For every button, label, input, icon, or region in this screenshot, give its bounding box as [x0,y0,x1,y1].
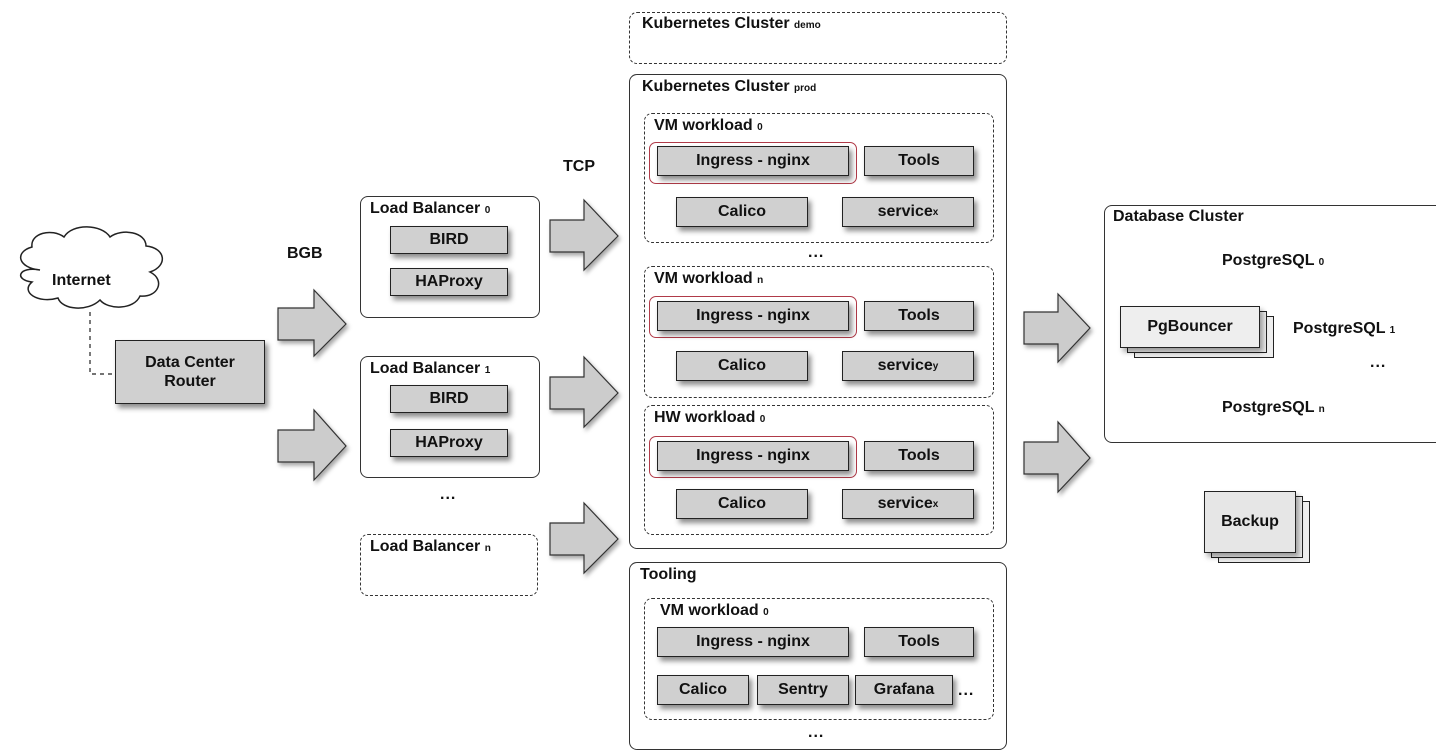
tool-workload-ellipsis: ... [958,682,975,699]
pgn-sub: n [1318,404,1325,415]
hw0-ingress-nginx: Ingress - nginx [657,441,849,471]
load-balancer-1 [360,356,540,478]
arrow-lbn-k8s [549,501,619,575]
tool-wl-sub: 0 [763,607,769,618]
hw0-service-sub: x [932,498,939,510]
vm-workload-0 [644,113,994,243]
k8s-demo-title: Kubernetes Cluster demo [642,15,821,33]
lbn-sub: n [484,543,491,554]
internet-label: Internet [52,272,111,289]
bgb-label: BGB [287,245,323,262]
wln-service-sub: y [932,360,939,372]
arrow-k8s-db-1 [1023,292,1091,364]
lb-ellipsis: ... [440,486,457,503]
lb0-haproxy: HAProxy [390,268,508,296]
tool-sentry: Sentry [757,675,849,705]
k8s-prod-name: Kubernetes Cluster [642,78,790,95]
k8s-prod-title: Kubernetes Cluster prod [642,78,816,96]
vm-workload-n [644,266,994,398]
tooling-title: Tooling [640,566,697,583]
k8s-prod-sub: prod [794,83,817,94]
tool-tools: Tools [864,627,974,657]
hw0-tools: Tools [864,441,974,471]
wl0-tools: Tools [864,146,974,176]
lb1-title: Load Balancer 1 [370,360,490,378]
router-line1: Data Center [145,354,235,371]
wln-service-label: service [877,357,933,374]
pg1-name: PostgreSQL [1293,320,1386,337]
tooling-vm-workload-0 [644,598,994,720]
lb1-name: Load Balancer [370,360,481,377]
router-line2: Router [164,373,216,390]
wl0-ingress-nginx: Ingress - nginx [657,146,849,176]
lb1-sub: 1 [484,365,491,376]
lbn-name: Load Balancer [370,538,481,555]
postgresql-1: PostgreSQL 1 [1293,320,1395,338]
k8s-cluster-demo [629,12,1007,64]
arrow-lb0-k8s [549,198,619,272]
vm-workload-n-title: VM workload n [654,270,763,288]
vm-workload-0-title: VM workload 0 [654,117,763,135]
pg1-sub: 1 [1389,325,1396,336]
hw0-calico: Calico [676,489,808,519]
wln-sub: n [757,275,764,286]
arrow-router-lb1 [277,408,347,482]
load-balancer-n [360,534,538,596]
wl0-service-sub: x [932,206,939,218]
load-balancer-0 [360,196,540,318]
lb1-haproxy: HAProxy [390,429,508,457]
lb0-sub: 0 [484,205,491,216]
lbn-title: Load Balancer n [370,538,491,556]
lb1-bird: BIRD [390,385,508,413]
backup: Backup [1204,491,1296,553]
k8s-demo-name: Kubernetes Cluster [642,15,790,32]
tooling-workload-title: VM workload 0 [660,602,769,620]
internet-router-link [89,312,115,375]
arrow-k8s-db-2 [1023,420,1091,494]
lb0-title: Load Balancer 0 [370,200,490,218]
lb0-bird: BIRD [390,226,508,254]
wl0-sub: 0 [757,122,763,133]
wl0-name: VM workload [654,117,753,134]
wln-ingress-highlight [649,296,857,338]
database-title: Database Cluster [1113,208,1244,225]
internet-cloud-icon [20,226,163,309]
pgbouncer: PgBouncer [1120,306,1260,348]
lb0-name: Load Balancer [370,200,481,217]
wln-calico: Calico [676,351,808,381]
tool-calico: Calico [657,675,749,705]
hw0-service-label: service [877,495,933,512]
tcp-label: TCP [563,158,595,175]
postgresql-0: PostgreSQL 0 [1222,252,1324,270]
hw0-sub: 0 [759,414,766,425]
data-center-router: Data Center Router [115,340,265,404]
tool-wl-name: VM workload [660,602,759,619]
hw-workload-0-title: HW workload 0 [654,409,765,427]
pgn-name: PostgreSQL [1222,399,1315,416]
wl0-service-label: service [877,203,933,220]
pg0-name: PostgreSQL [1222,252,1315,269]
tooling-ellipsis: ... [808,724,825,741]
tool-grafana: Grafana [855,675,953,705]
hw-workload-0 [644,405,994,535]
wln-ingress-nginx: Ingress - nginx [657,301,849,331]
k8s-prod-ellipsis: ... [808,244,825,261]
postgresql-n: PostgreSQL n [1222,399,1325,417]
hw0-name: HW workload [654,409,756,426]
pg0-sub: 0 [1318,257,1325,268]
hw0-ingress-highlight [649,436,857,478]
arrow-lb1-k8s [549,355,619,429]
wln-name: VM workload [654,270,753,287]
wln-tools: Tools [864,301,974,331]
wl0-calico: Calico [676,197,808,227]
wl0-ingress-highlight [649,142,857,184]
tool-ingress-nginx: Ingress - nginx [657,627,849,657]
k8s-demo-sub: demo [794,20,821,31]
db-ellipsis: ... [1370,354,1387,371]
arrow-router-lb0 [277,288,347,358]
